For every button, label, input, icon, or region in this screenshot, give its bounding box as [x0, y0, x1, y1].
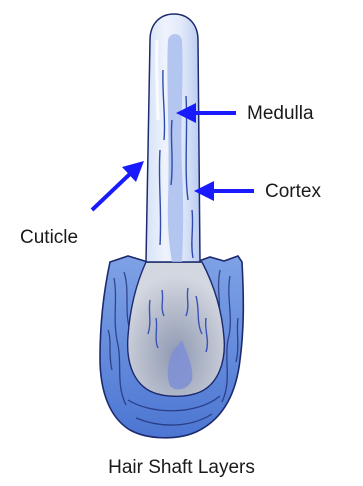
cortex-arrow: [194, 181, 254, 201]
cuticle-label: Cuticle: [20, 228, 78, 247]
hair-shaft: [146, 14, 200, 262]
medulla-core: [167, 34, 183, 262]
diagram-caption: Hair Shaft Layers: [0, 458, 363, 477]
hair-bulb: [128, 262, 225, 396]
cuticle-arrow: [92, 161, 144, 210]
medulla-label: Medulla: [247, 104, 314, 123]
cortex-label: Cortex: [265, 182, 321, 201]
shaft-highlight: [157, 40, 158, 120]
